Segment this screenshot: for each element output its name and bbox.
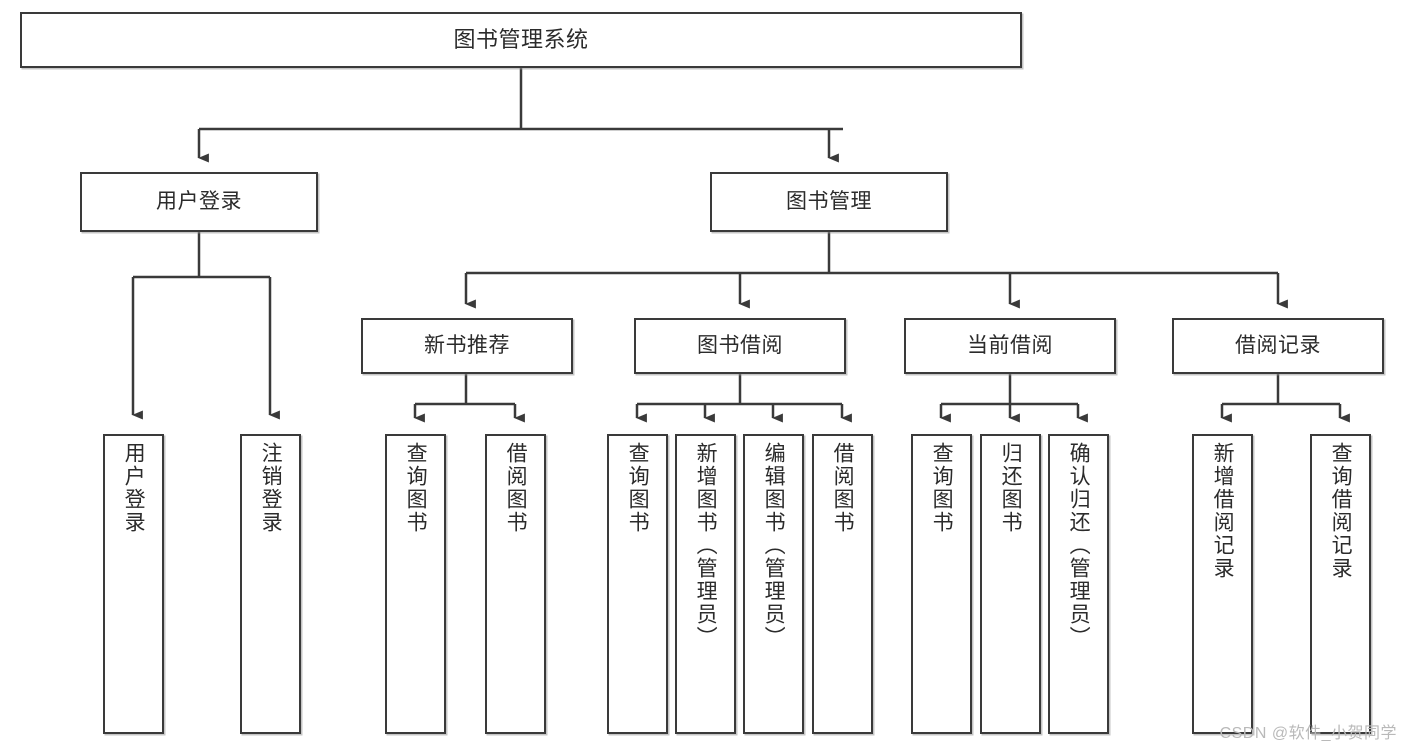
node-label: 新增图书（管理员） bbox=[694, 442, 718, 649]
node-label: 查询图书 bbox=[930, 442, 954, 534]
leaf-confirm-return-admin[interactable]: 确认归还（管理员） bbox=[1048, 434, 1109, 734]
leaf-query-book-new[interactable]: 查询图书 bbox=[385, 434, 446, 734]
leaf-borrow-book[interactable]: 借阅图书 bbox=[812, 434, 873, 734]
node-label: 确认归还（管理员） bbox=[1067, 442, 1091, 649]
watermark: CSDN @软件_小贺同学 bbox=[1219, 725, 1397, 742]
leaf-borrow-book-new[interactable]: 借阅图书 bbox=[485, 434, 546, 734]
leaf-query-book-current[interactable]: 查询图书 bbox=[911, 434, 972, 734]
node-book-management[interactable]: 图书管理 bbox=[710, 172, 948, 232]
leaf-query-book-borrow[interactable]: 查询图书 bbox=[607, 434, 668, 734]
leaf-return-book[interactable]: 归还图书 bbox=[980, 434, 1041, 734]
node-root-system[interactable]: 图书管理系统 bbox=[20, 12, 1022, 68]
leaf-edit-book-admin[interactable]: 编辑图书（管理员） bbox=[743, 434, 804, 734]
node-label: 用户登录 bbox=[122, 442, 146, 534]
node-label: 归还图书 bbox=[999, 442, 1023, 534]
node-label: 查询图书 bbox=[404, 442, 428, 534]
leaf-add-borrow-record[interactable]: 新增借阅记录 bbox=[1192, 434, 1253, 734]
node-label: 图书管理 bbox=[786, 190, 872, 214]
node-label: 图书管理系统 bbox=[453, 26, 589, 52]
node-label: 用户登录 bbox=[156, 190, 242, 214]
node-label: 新增借阅记录 bbox=[1211, 442, 1235, 580]
node-label: 新书推荐 bbox=[424, 334, 510, 358]
leaf-user-login[interactable]: 用户登录 bbox=[103, 434, 164, 734]
node-new-book-recommend[interactable]: 新书推荐 bbox=[361, 318, 573, 374]
node-label: 查询图书 bbox=[626, 442, 650, 534]
node-book-borrow[interactable]: 图书借阅 bbox=[634, 318, 846, 374]
node-label: 图书借阅 bbox=[697, 334, 783, 358]
node-current-borrow[interactable]: 当前借阅 bbox=[904, 318, 1116, 374]
node-borrow-record[interactable]: 借阅记录 bbox=[1172, 318, 1384, 374]
leaf-add-book-admin[interactable]: 新增图书（管理员） bbox=[675, 434, 736, 734]
leaf-query-borrow-record[interactable]: 查询借阅记录 bbox=[1310, 434, 1371, 734]
node-label: 借阅图书 bbox=[504, 442, 528, 534]
node-label: 注销登录 bbox=[259, 442, 283, 534]
node-label: 查询借阅记录 bbox=[1329, 442, 1353, 580]
node-label: 当前借阅 bbox=[967, 334, 1053, 358]
node-label: 借阅记录 bbox=[1235, 334, 1321, 358]
node-label: 编辑图书（管理员） bbox=[762, 442, 786, 649]
leaf-logout[interactable]: 注销登录 bbox=[240, 434, 301, 734]
node-label: 借阅图书 bbox=[831, 442, 855, 534]
node-user-login[interactable]: 用户登录 bbox=[80, 172, 318, 232]
